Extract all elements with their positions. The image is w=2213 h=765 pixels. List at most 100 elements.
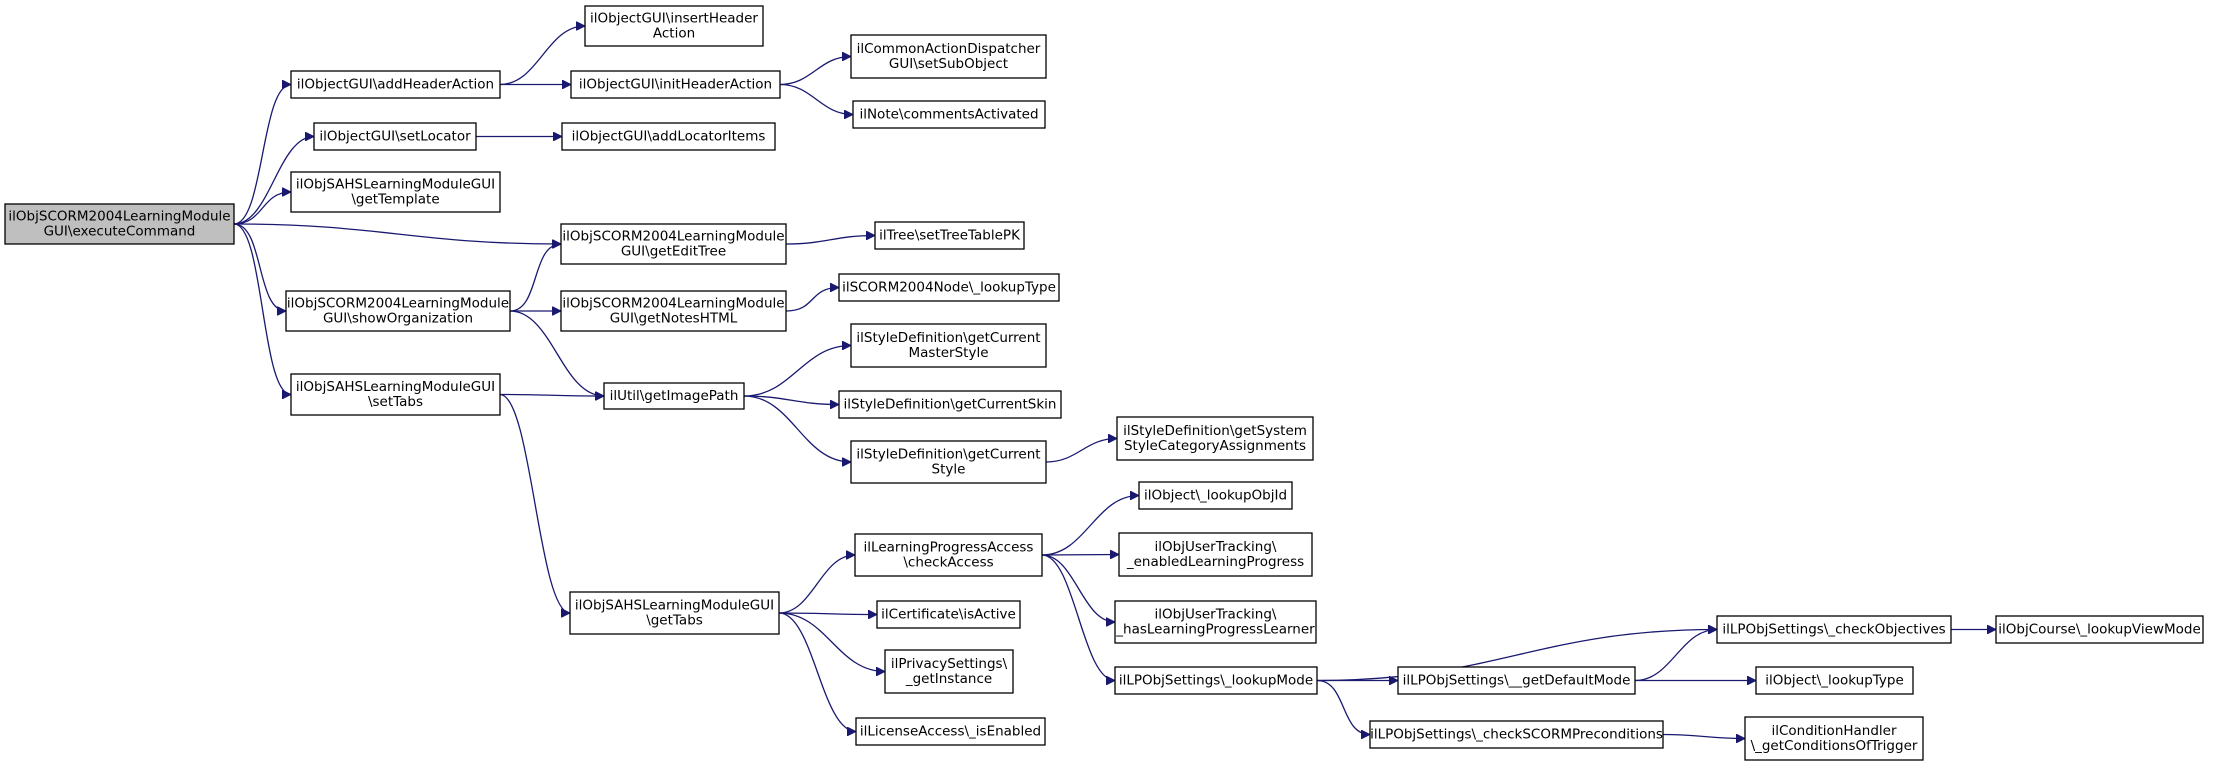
node-label: ilLPObjSettings\_checkObjectives — [1722, 622, 1945, 638]
node-box — [855, 717, 1046, 746]
node-box — [850, 34, 1047, 79]
edge-n_exec-to-n_showOrg — [233, 223, 287, 311]
node-label: ilObjSAHSLearningModuleGUI — [575, 598, 774, 614]
node-box — [874, 221, 1025, 250]
edge-n_checkAccess-to-n_enabledLP — [1041, 555, 1119, 556]
node-label: ilObject\_lookupObjId — [1144, 488, 1287, 504]
node-box — [884, 649, 1014, 694]
node-label: ilObjSAHSLearningModuleGUI — [296, 379, 495, 395]
edge-n_lookupMode-to-n_checkSCORM — [1316, 679, 1371, 735]
node-privacysettings-getinstance[interactable]: ilPrivacySettings\_getInstance — [884, 649, 1014, 694]
node-label: ilObjectGUI\initHeaderAction — [579, 77, 772, 93]
node-label: MasterStyle — [908, 345, 988, 361]
node-box — [1118, 532, 1313, 577]
node-label: ilConditionHandler — [1771, 723, 1897, 739]
node-getedittree[interactable]: ilObjSCORM2004LearningModuleGUI\getEditT… — [560, 223, 787, 265]
node-label: ilObjUserTracking\ — [1155, 607, 1277, 623]
node-commentsactivated[interactable]: ilNote\commentsActivated — [852, 100, 1046, 129]
node-box — [603, 382, 745, 410]
node-box — [4, 203, 235, 245]
node-object-lookuptype[interactable]: ilObject\_lookupType — [1755, 666, 1914, 695]
node-label: ilObjSCORM2004LearningModule — [8, 209, 230, 225]
edge-n_exec-to-n_getTemplate — [233, 192, 291, 225]
node-label: ilStyleDefinition\getCurrent — [856, 447, 1040, 463]
edge-n_lookupMode-to-n_checkObjectives — [1316, 630, 1717, 682]
node-certificate-isactive[interactable]: ilCertificate\isActive — [876, 600, 1021, 629]
node-licenseaccess-isenabled[interactable]: ilLicenseAccess\_isEnabled — [855, 717, 1046, 746]
node-getnoteshtml[interactable]: ilObjSCORM2004LearningModuleGUI\getNotes… — [560, 290, 787, 332]
node-label: ilObjectGUI\setLocator — [319, 129, 471, 145]
node-label: ilStyleDefinition\getSystem — [1123, 423, 1307, 439]
node-lpobjsettings-getdefaultmode[interactable]: ilLPObjSettings\__getDefaultMode — [1397, 666, 1636, 695]
edge-n_checkAccess-to-n_lookupMode — [1041, 554, 1116, 681]
node-label: ilObject\_lookupType — [1765, 673, 1904, 689]
node-initheaderaction[interactable]: ilObjectGUI\initHeaderAction — [570, 70, 781, 99]
node-label: \checkAccess — [903, 555, 993, 571]
node-box — [1755, 666, 1914, 695]
node-showorganization[interactable]: ilObjSCORM2004LearningModuleGUI\showOrga… — [285, 290, 511, 332]
edge-n_currentStyle-to-n_sysStyle — [1045, 439, 1117, 463]
node-setlocator[interactable]: ilObjectGUI\setLocator — [313, 122, 477, 151]
node-lpobjsettings-lookupmode[interactable]: ilLPObjSettings\_lookupMode — [1114, 666, 1318, 695]
node-label: ilStyleDefinition\getCurrentSkin — [844, 397, 1057, 413]
node-settabs[interactable]: ilObjSAHSLearningModuleGUI\setTabs — [290, 373, 501, 416]
node-getconditionsoftrigger[interactable]: ilConditionHandler\_getConditionsOfTrigg… — [1744, 716, 1924, 761]
node-label: ilObjCourse\_lookupViewMode — [1998, 622, 2201, 638]
node-settreetablepk[interactable]: ilTree\setTreeTablePK — [874, 221, 1025, 250]
node-label: ilObjectGUI\addHeaderAction — [297, 77, 494, 93]
node-label: ilLearningProgressAccess — [864, 540, 1034, 556]
node-addlocatoritems[interactable]: ilObjectGUI\addLocatorItems — [561, 122, 776, 151]
node-scorm2004node-lookuptype[interactable]: ilSCORM2004Node\_lookupType — [838, 273, 1060, 302]
node-objcourse-lookupviewmode[interactable]: ilObjCourse\_lookupViewMode — [1995, 615, 2204, 644]
edge-n_getTabs-to-n_isActive — [778, 613, 877, 615]
edge-n_showOrg-to-n_getImagePath — [509, 310, 604, 396]
edge-n_addHeader-to-n_insertHeader — [499, 26, 585, 86]
node-label: GUI\executeCommand — [44, 224, 196, 240]
node-box — [290, 373, 501, 416]
node-getsystemstylecategoryassignments[interactable]: ilStyleDefinition\getSystemStyleCategory… — [1116, 416, 1314, 461]
node-label: StyleCategoryAssignments — [1124, 438, 1306, 454]
node-label: Action — [653, 26, 695, 42]
node-executecommand[interactable]: ilObjSCORM2004LearningModuleGUI\executeC… — [4, 203, 235, 245]
edge-n_exec-to-n_setLocator — [233, 137, 315, 225]
edge-n_getNotes-to-n_lookupTypeScorm — [785, 288, 839, 312]
node-getimagepath[interactable]: ilUtil\getImagePath — [603, 382, 745, 410]
node-getcurrentskin[interactable]: ilStyleDefinition\getCurrentSkin — [838, 390, 1062, 419]
node-label: ilStyleDefinition\getCurrent — [856, 330, 1040, 346]
edges-layer — [233, 26, 1996, 739]
edge-n_getDefaultMode-to-n_checkObjectives — [1634, 630, 1717, 682]
node-label: ilObjSCORM2004LearningModule — [287, 296, 509, 312]
node-label: _hasLearningProgressLearner — [1115, 622, 1315, 638]
edge-n_getTabs-to-n_license — [778, 612, 857, 732]
node-box — [1114, 600, 1317, 644]
node-gettabs[interactable]: ilObjSAHSLearningModuleGUI\getTabs — [569, 591, 780, 635]
node-object-lookupobjid[interactable]: ilObject\_lookupObjId — [1138, 481, 1293, 510]
node-addheaderaction[interactable]: ilObjectGUI\addHeaderAction — [290, 70, 501, 99]
node-label: ilLPObjSettings\_checkSCORMPreconditions — [1370, 727, 1663, 743]
node-label: \getTemplate — [351, 192, 439, 208]
node-gettemplate[interactable]: ilObjSAHSLearningModuleGUI\getTemplate — [290, 171, 501, 213]
node-label: ilLPObjSettings\__getDefaultMode — [1403, 673, 1631, 689]
edge-n_getImagePath-to-n_masterStyle — [743, 346, 851, 397]
node-label: \getTabs — [646, 613, 703, 629]
node-box — [1716, 615, 1952, 644]
node-label: ilPrivacySettings\ — [891, 656, 1008, 672]
edge-n_getTabs-to-n_privacy — [778, 612, 885, 672]
edge-n_getImagePath-to-n_currentStyle — [743, 395, 851, 462]
node-box — [285, 290, 511, 332]
node-box — [1116, 416, 1314, 461]
node-label: GUI\getNotesHTML — [610, 311, 738, 327]
node-box — [290, 70, 501, 99]
node-enabledlearningprogress[interactable]: ilObjUserTracking\_enabledLearningProgre… — [1118, 532, 1313, 577]
node-lpobjsettings-checkobjectives[interactable]: ilLPObjSettings\_checkObjectives — [1716, 615, 1952, 644]
node-checkaccess[interactable]: ilLearningProgressAccess\checkAccess — [854, 533, 1043, 577]
node-label: \_getConditionsOfTrigger — [1751, 738, 1918, 754]
node-label: ilTree\setTreeTablePK — [879, 228, 1021, 244]
node-haslearningprogresslearner[interactable]: ilObjUserTracking\_hasLearningProgressLe… — [1114, 600, 1317, 644]
node-label: _getInstance — [905, 671, 992, 687]
node-checkscormpreconditions[interactable]: ilLPObjSettings\_checkSCORMPreconditions — [1369, 720, 1664, 749]
